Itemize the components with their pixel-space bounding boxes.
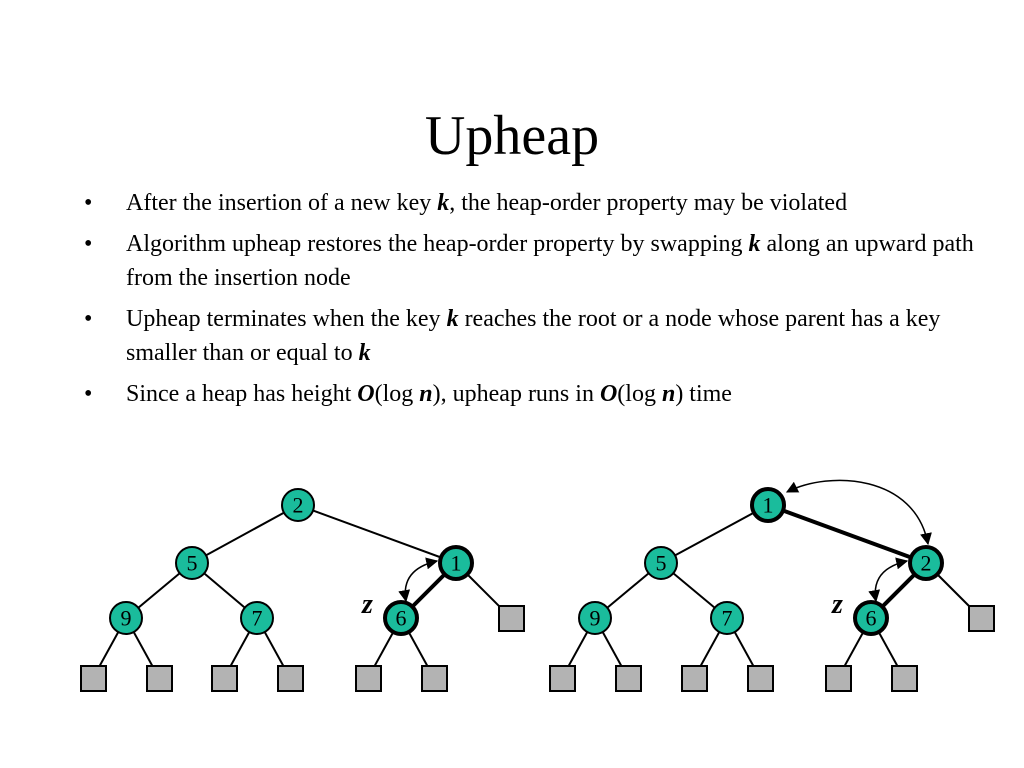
var-n: n xyxy=(419,381,433,407)
leaf-node xyxy=(355,665,382,692)
z-label: z xyxy=(831,589,843,620)
leaf-node xyxy=(825,665,852,692)
bullet-text: Since a heap has height xyxy=(126,381,358,407)
heap-node xyxy=(109,601,143,635)
leaf-node xyxy=(968,605,995,632)
bullet-text: along an upward path from the insertion … xyxy=(126,231,974,291)
heap-node xyxy=(240,601,274,635)
swap-arrow xyxy=(868,557,909,603)
node-key: 9 xyxy=(121,606,132,631)
leaf-node xyxy=(498,605,525,632)
var-k: k xyxy=(437,190,450,216)
var-k: k xyxy=(358,340,371,366)
var-k: k xyxy=(748,231,761,257)
node-key: 1 xyxy=(763,493,774,518)
node-key: 2 xyxy=(921,551,932,576)
heap-node xyxy=(281,488,315,522)
bullet-item: Algorithm upheap restores the heap-order… xyxy=(82,227,982,295)
leaf-node xyxy=(277,665,304,692)
node-key: 6 xyxy=(396,606,407,631)
node-key: 9 xyxy=(590,606,601,631)
leaf-node xyxy=(146,665,173,692)
leaf-node xyxy=(615,665,642,692)
leaf-node xyxy=(80,665,107,692)
left-heap: 2 5 1 9 7 6 z xyxy=(80,488,525,692)
var-o: O xyxy=(599,381,618,407)
node-key: 6 xyxy=(866,606,877,631)
right-heap: 1 5 2 9 7 6 z xyxy=(549,479,995,692)
swap-edge xyxy=(767,503,927,565)
bullet-item: Upheap terminates when the key k reaches… xyxy=(82,302,982,370)
heap-node xyxy=(644,546,678,580)
bullet-text: (log xyxy=(617,381,662,407)
bullet-text: reaches the root or a node whose parent … xyxy=(126,306,941,366)
heap-node-highlighted xyxy=(908,545,944,581)
bullet-text: , the heap-order property may be violate… xyxy=(449,190,848,216)
heap-node xyxy=(175,546,209,580)
leaf-node xyxy=(747,665,774,692)
node-key: 7 xyxy=(722,606,733,631)
swap-arrow xyxy=(398,557,439,603)
bullet-text: ), upheap runs in xyxy=(432,381,600,407)
leaf-node xyxy=(891,665,918,692)
bullet-text: After the insertion of a new key xyxy=(126,190,438,216)
heap-node xyxy=(578,601,612,635)
node-key: 1 xyxy=(451,551,462,576)
slide-title: Upheap xyxy=(424,105,600,167)
heap-node-highlighted xyxy=(438,545,474,581)
edge xyxy=(297,504,457,564)
leaf-node xyxy=(211,665,238,692)
var-n: n xyxy=(661,381,676,407)
bullet-item: After the insertion of a new key k, the … xyxy=(82,186,982,220)
bullet-text: ) time xyxy=(675,381,732,407)
leaf-node xyxy=(681,665,708,692)
node-key: 5 xyxy=(656,551,667,576)
bullet-text: Upheap terminates when the key xyxy=(126,306,447,332)
leaf-node xyxy=(549,665,576,692)
bullet-list: After the insertion of a new key k, the … xyxy=(82,186,982,418)
var-k: k xyxy=(446,306,459,332)
edge xyxy=(191,504,299,564)
bullet-text: (log xyxy=(374,381,420,407)
bullet-text: Algorithm upheap restores the heap-order… xyxy=(126,231,749,257)
bullet-item: Since a heap has height O(log n), upheap… xyxy=(82,377,982,411)
heap-node-highlighted xyxy=(750,487,786,523)
heap-node xyxy=(710,601,744,635)
edge xyxy=(660,504,769,564)
root-swap-arrow xyxy=(785,479,932,546)
var-o: O xyxy=(357,381,375,407)
node-key: 5 xyxy=(187,551,198,576)
z-label: z xyxy=(361,589,373,620)
node-key: 2 xyxy=(293,493,304,518)
node-key: 7 xyxy=(252,606,263,631)
leaf-node xyxy=(421,665,448,692)
